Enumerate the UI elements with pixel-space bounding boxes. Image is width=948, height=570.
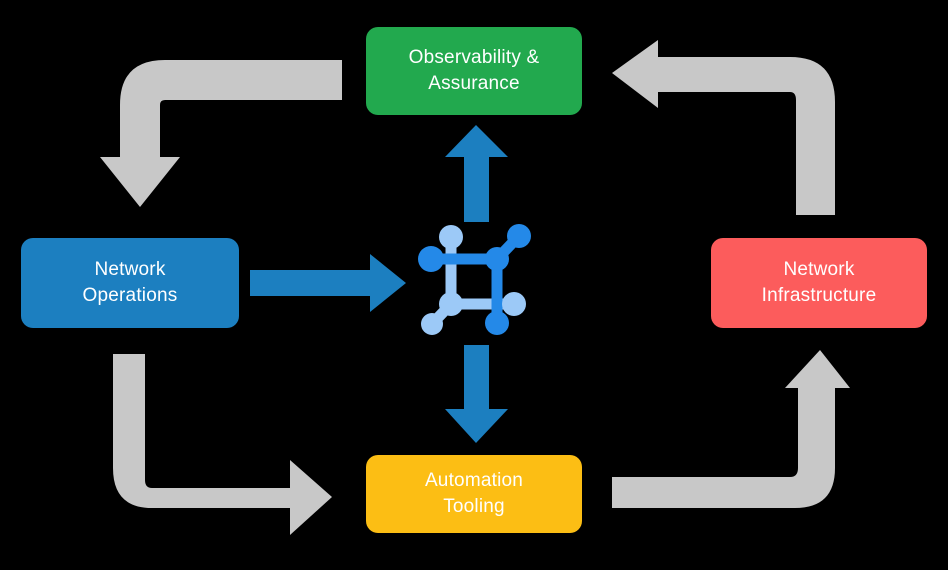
arrow-shape [250,254,406,312]
arrow-center-to-automation [445,345,508,443]
box-automation-tooling[interactable]: Automation Tooling [366,455,582,533]
icon-nodes-secondary [421,225,526,335]
box-operations-label: Network Operations [82,259,178,306]
arrow-shape [612,40,835,215]
network-topology-icon [418,224,531,335]
arrow-observability-to-operations [100,60,342,207]
arrow-infrastructure-to-observability [612,40,835,215]
arrow-shape [445,125,508,222]
box-infrastructure-label: Network Infrastructure [761,259,877,306]
box-observability-label: Observability & Assurance [408,47,540,94]
box-network-operations[interactable]: Network Operations [21,238,239,328]
arrow-shape [100,60,342,207]
arrow-shape [612,350,850,508]
box-automation-label: Automation Tooling [424,470,524,517]
arrow-automation-to-infrastructure [612,350,850,508]
box-observability-assurance[interactable]: Observability & Assurance [366,27,582,115]
arrow-shape [445,345,508,443]
arrow-operations-to-automation [113,354,332,535]
arrow-shape [113,354,332,535]
arrow-center-to-observability [445,125,508,222]
arrow-operations-to-center [250,254,406,312]
icon-nodes-primary [418,224,531,335]
box-network-infrastructure[interactable]: Network Infrastructure [711,238,927,328]
